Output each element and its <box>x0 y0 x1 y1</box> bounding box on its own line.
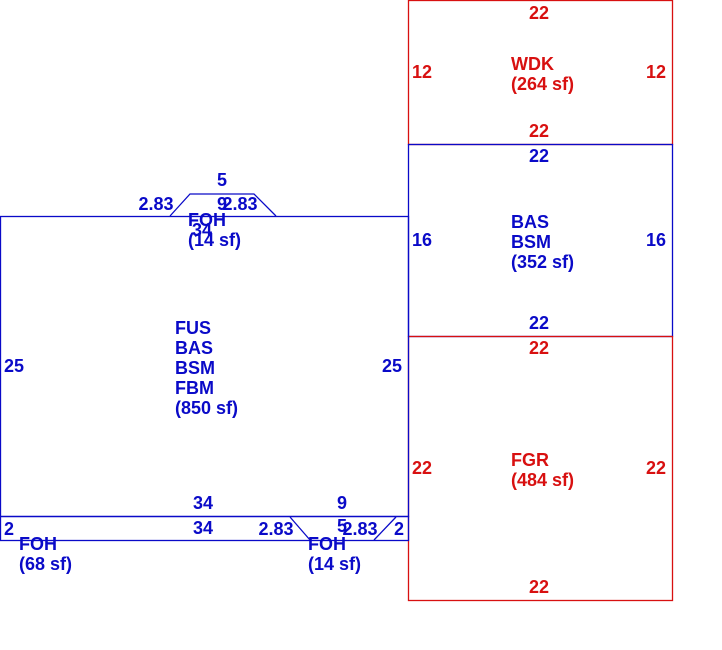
fgr-bottom-dimension: 22 <box>529 577 549 597</box>
wdk-area: 22 12 12 22 WDK (264 sf) <box>407 0 674 146</box>
wdk-top-dimension: 22 <box>529 3 549 23</box>
foh-top-extra-dimension: 34 <box>192 220 212 240</box>
foh-porch-area-label: (68 sf) <box>19 554 72 574</box>
foh-top-area: 5 2.83 9 2.83 FOH 34 (14 sf) <box>138 170 277 250</box>
main-bottom-dimension: 34 <box>193 493 213 513</box>
foh-porch-top-dimension: 34 <box>193 518 213 538</box>
main-code-1: FUS <box>175 318 211 338</box>
foh-top-outline <box>169 193 277 217</box>
bas-upper-code-1: BAS <box>511 212 549 232</box>
foh-top-right-diagonal: 2.83 <box>222 194 257 214</box>
foh-bottom-left-edge <box>289 516 311 541</box>
foh-top-area-label: (14 sf) <box>188 230 241 250</box>
wdk-code: WDK <box>511 54 554 74</box>
foh-bottom-code: FOH <box>308 534 346 554</box>
bas-upper-bottom-dimension: 22 <box>529 313 549 333</box>
foh-bottom-right-edge <box>373 516 397 541</box>
foh-porch-left-dimension: 2 <box>4 519 14 539</box>
bas-upper-code-2: BSM <box>511 232 551 252</box>
foh-bottom-top-dimension: 9 <box>337 493 347 513</box>
foh-bottom-left-diagonal: 2.83 <box>258 519 293 539</box>
fgr-top-dimension: 22 <box>529 338 549 358</box>
fgr-area-label: (484 sf) <box>511 470 574 490</box>
main-code-3: BSM <box>175 358 215 378</box>
bas-upper-top-dimension: 22 <box>529 146 549 166</box>
wdk-right-dimension: 12 <box>646 62 666 82</box>
main-code-4: FBM <box>175 378 214 398</box>
fgr-code: FGR <box>511 450 549 470</box>
bas-upper-area: 22 16 16 22 BAS BSM (352 sf) <box>407 143 674 338</box>
bas-upper-right-dimension: 16 <box>646 230 666 250</box>
main-area: 25 25 34 FUS BAS BSM FBM (850 sf) <box>0 215 410 518</box>
main-right-dimension: 25 <box>382 356 402 376</box>
wdk-area-label: (264 sf) <box>511 74 574 94</box>
foh-bottom-right-dimension: 2 <box>394 519 404 539</box>
foh-bottom-right-diagonal: 2.83 <box>342 519 377 539</box>
foh-bottom-area: 9 2.83 5 2.83 2 FOH (14 sf) <box>258 493 404 574</box>
fgr-left-dimension: 22 <box>412 458 432 478</box>
foh-top-code: FOH <box>188 210 226 230</box>
foh-porch-code: FOH <box>19 534 57 554</box>
main-left-dimension: 25 <box>4 356 24 376</box>
foh-top-top-dimension: 5 <box>217 170 227 190</box>
main-code-2: BAS <box>175 338 213 358</box>
bas-upper-left-dimension: 16 <box>412 230 432 250</box>
foh-porch-area: 34 2 FOH (68 sf) <box>0 515 410 574</box>
foh-top-bottom-dimension: 9 <box>217 194 227 214</box>
foh-porch-outline <box>0 515 410 542</box>
foh-bottom-bottom-dimension: 5 <box>337 516 347 536</box>
bas-upper-area-label: (352 sf) <box>511 252 574 272</box>
foh-top-left-diagonal: 2.83 <box>138 194 173 214</box>
wdk-bottom-dimension: 22 <box>529 121 549 141</box>
foh-bottom-area-label: (14 sf) <box>308 554 361 574</box>
fgr-area: 22 22 22 22 FGR (484 sf) <box>407 335 674 602</box>
main-area-label: (850 sf) <box>175 398 238 418</box>
wdk-left-dimension: 12 <box>412 62 432 82</box>
fgr-right-dimension: 22 <box>646 458 666 478</box>
